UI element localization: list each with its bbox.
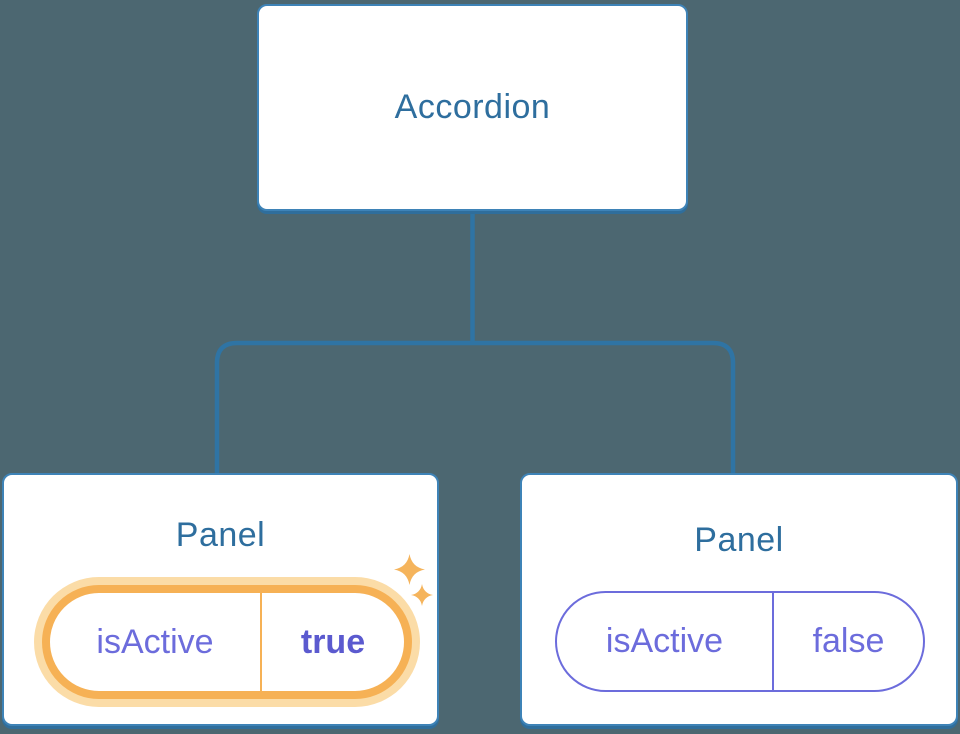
prop-name-label: isActive (96, 622, 214, 661)
node-accordion-label: Accordion (394, 88, 551, 126)
panel-title: Panel (694, 521, 784, 559)
prop-pill-inactive: isActive false (555, 591, 925, 692)
pill-divider (772, 593, 774, 690)
prop-value-label: true (300, 622, 366, 661)
prop-name-label: isActive (605, 622, 724, 660)
sparkle-icon-small (411, 584, 433, 606)
node-accordion: Accordion (257, 4, 688, 211)
pill-divider (260, 593, 262, 691)
panel-title: Panel (175, 516, 266, 554)
prop-value-label: false (812, 622, 885, 660)
node-panel-active: Panel isActive true (2, 473, 439, 726)
node-panel-inactive: Panel isActive false (520, 473, 958, 726)
sparkle-icon-large (394, 554, 425, 585)
connector-branch (214, 340, 736, 478)
prop-pill-active: isActive true (42, 585, 412, 699)
